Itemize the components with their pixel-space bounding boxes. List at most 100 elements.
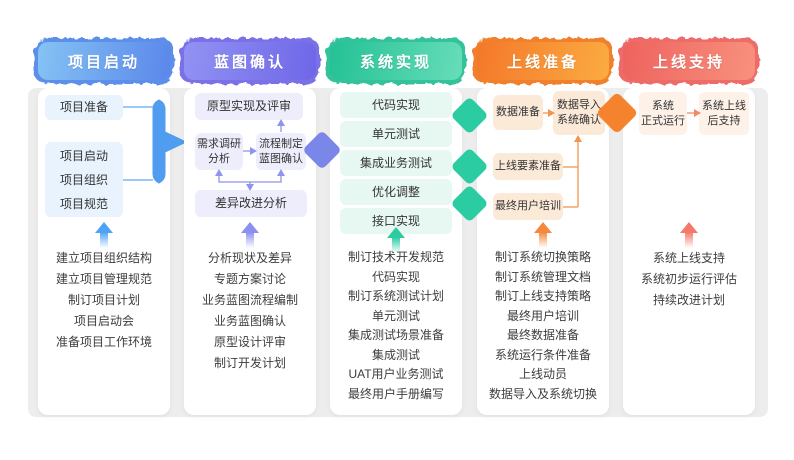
task-item: 制订系统管理文档 bbox=[494, 269, 591, 284]
task-item: 项目启动会 bbox=[73, 314, 134, 328]
flow-box: 接口实现 bbox=[340, 208, 452, 234]
up-arrow-icon bbox=[94, 222, 114, 250]
task-item: 分析现状及差异 bbox=[207, 251, 292, 265]
task-item: 代码实现 bbox=[371, 269, 420, 284]
task-item: 原型设计评审 bbox=[213, 335, 286, 349]
flow-box: 需求调研 分析 bbox=[195, 133, 243, 170]
up-arrow-icon bbox=[240, 222, 260, 250]
column-header: 蓝图确认 bbox=[180, 38, 320, 84]
flow-box-text: 后支持 bbox=[707, 114, 741, 127]
flow-box-text: 项目规范 bbox=[59, 196, 108, 211]
flow-box-text: 分析 bbox=[208, 152, 230, 165]
task-item: 单元测试 bbox=[371, 308, 420, 323]
column-header: 上线支持 bbox=[619, 38, 759, 84]
flow-box-text: 系统 bbox=[652, 99, 674, 112]
task-item: 系统上线支持 bbox=[652, 251, 725, 265]
task-item: 制订技术开发规范 bbox=[347, 250, 444, 264]
up-arrow-icon bbox=[386, 227, 406, 255]
flow-box: 流程制定 蓝图确认 bbox=[256, 133, 306, 170]
flow-box: 原型实现及评审 bbox=[195, 93, 303, 120]
flow-box: 数据准备 bbox=[493, 95, 543, 130]
column-header: 上线准备 bbox=[473, 38, 613, 84]
task-item: 最终用户手册编写 bbox=[347, 386, 444, 401]
column-blueprint-confirmation: 蓝图确认 原型实现及评审 需求调研 分析 流程制定 蓝图确认 差异改进分析 bbox=[180, 0, 320, 460]
flow-box: 数据导入 系统确认 bbox=[553, 91, 605, 135]
flow-box-text: 数据导入 bbox=[557, 99, 601, 111]
column-card: 系统 正式运行 系统上线 后支持 系统上线支持 系统初步运行评估 持续改进计划 bbox=[623, 88, 755, 415]
task-list: 制订技术开发规范 代码实现 制订系统测试计划 单元测试 集成测试场景准备 集成测… bbox=[330, 251, 462, 401]
task-item: 制订系统测试计划 bbox=[347, 289, 444, 303]
column-golive-support: 上线支持 系统 正式运行 系统上线 后支持 系统上线支持 系统初步运行评估 持续… bbox=[619, 0, 759, 460]
column-title: 系统实现 bbox=[359, 53, 432, 71]
flow-box: 项目准备 bbox=[45, 95, 123, 120]
column-header: 项目启动 bbox=[34, 38, 174, 84]
flow-box-text: 流程制定 bbox=[259, 137, 303, 150]
flow-box: 项目启动 项目组织 项目规范 bbox=[45, 142, 123, 217]
flow-arrows bbox=[687, 109, 701, 117]
column-golive-preparation: 上线准备 数据准备 数据导入 系统确认 上线要素准备 最终用户培训 bbox=[473, 0, 613, 460]
task-item: 集成测试 bbox=[371, 347, 420, 362]
header-pill: 上线支持 bbox=[623, 42, 755, 80]
column-title: 上线准备 bbox=[506, 53, 579, 71]
flow-box-text: 单元测试 bbox=[371, 126, 420, 141]
task-item: 最终用户培训 bbox=[506, 308, 579, 323]
column-system-implementation: 系统实现 代码实现 单元测试 集成业务测试 优化调整 接口实现 制订技术开发规范… bbox=[326, 0, 466, 460]
task-list: 分析现状及差异 专题方案讨论 业务蓝图流程编制 业务蓝图确认 原型设计评审 制订… bbox=[184, 252, 316, 370]
task-item: 建立项目管理规范 bbox=[55, 272, 152, 286]
task-item: 持续改进计划 bbox=[652, 293, 725, 307]
flow-box-text: 项目启动 bbox=[59, 148, 108, 163]
task-item: 准备项目工作环境 bbox=[55, 335, 152, 349]
flow-box: 最终用户培训 bbox=[493, 193, 563, 220]
flow-box-text: 差异改进分析 bbox=[214, 196, 287, 210]
task-item: 制订开发计划 bbox=[213, 356, 286, 370]
header-pill: 系统实现 bbox=[330, 42, 462, 80]
column-title: 项目启动 bbox=[67, 53, 140, 71]
flow-box: 系统 正式运行 bbox=[639, 92, 687, 135]
task-item: 集成测试场景准备 bbox=[347, 328, 444, 342]
task-item: 系统运行条件准备 bbox=[494, 347, 591, 362]
task-list: 制订系统切换策略 制订系统管理文档 制订上线支持策略 最终用户培训 最终数据准备… bbox=[477, 251, 609, 401]
task-item: 制订系统切换策略 bbox=[494, 250, 591, 264]
up-arrow-icon bbox=[533, 222, 553, 250]
task-item: 业务蓝图流程编制 bbox=[201, 293, 298, 307]
column-header: 系统实现 bbox=[326, 38, 466, 84]
flow-box-text: 系统确认 bbox=[557, 114, 601, 126]
header-pill: 上线准备 bbox=[477, 42, 609, 80]
flow-box-text: 需求调研 bbox=[197, 137, 241, 150]
flow-box-text: 蓝图确认 bbox=[259, 152, 303, 165]
flow-box-text: 上线要素准备 bbox=[495, 160, 561, 172]
header-pill: 项目启动 bbox=[38, 42, 170, 80]
flow-box-text: 优化调整 bbox=[371, 184, 420, 199]
task-item: 系统初步运行评估 bbox=[640, 272, 737, 286]
task-item: 制订项目计划 bbox=[67, 293, 140, 307]
task-list: 建立项目组织结构 建立项目管理规范 制订项目计划 项目启动会 准备项目工作环境 bbox=[38, 252, 170, 349]
flow-box: 上线要素准备 bbox=[493, 153, 563, 180]
column-card: 代码实现 单元测试 集成业务测试 优化调整 接口实现 制订技术开发规范 代码实现… bbox=[330, 88, 462, 415]
column-project-initiation: 项目启动 项目准备 项目启动 项目组织 项目规范 建立项目组织结构 建立项目管理… bbox=[34, 0, 187, 460]
flow-box-text: 项目组织 bbox=[59, 172, 108, 187]
flow-box-text: 数据准备 bbox=[496, 106, 540, 118]
flow-arrows bbox=[215, 119, 312, 191]
column-card: 原型实现及评审 需求调研 分析 流程制定 蓝图确认 差异改进分析 bbox=[184, 88, 316, 415]
task-item: 最终数据准备 bbox=[506, 328, 579, 342]
flow-box-text: 最终用户培训 bbox=[495, 200, 561, 212]
flow-box-text: 代码实现 bbox=[371, 97, 420, 112]
merge-brace-connector bbox=[123, 99, 187, 184]
task-list: 系统上线支持 系统初步运行评估 持续改进计划 bbox=[623, 252, 755, 307]
column-card: 项目准备 项目启动 项目组织 项目规范 建立项目组织结构 建立项目管理规范 制订… bbox=[38, 88, 187, 415]
column-card: 数据准备 数据导入 系统确认 上线要素准备 最终用户培训 bbox=[477, 88, 609, 415]
task-item: 业务蓝图确认 bbox=[213, 314, 286, 328]
flow-box-text: 正式运行 bbox=[641, 114, 685, 127]
task-item: UAT用户业务测试 bbox=[348, 367, 444, 381]
task-item: 上线动员 bbox=[518, 367, 567, 381]
task-item: 建立项目组织结构 bbox=[55, 251, 152, 265]
up-arrow-icon bbox=[679, 222, 699, 250]
flow-arrows bbox=[543, 109, 609, 208]
flow-box: 系统上线 后支持 bbox=[699, 92, 749, 135]
flow-box-text: 接口实现 bbox=[371, 213, 420, 228]
flow-box: 差异改进分析 bbox=[195, 190, 307, 217]
task-item: 制订上线支持策略 bbox=[494, 289, 591, 303]
flow-box-text: 集成业务测试 bbox=[359, 155, 432, 170]
flow-box-text: 项目准备 bbox=[59, 100, 108, 114]
